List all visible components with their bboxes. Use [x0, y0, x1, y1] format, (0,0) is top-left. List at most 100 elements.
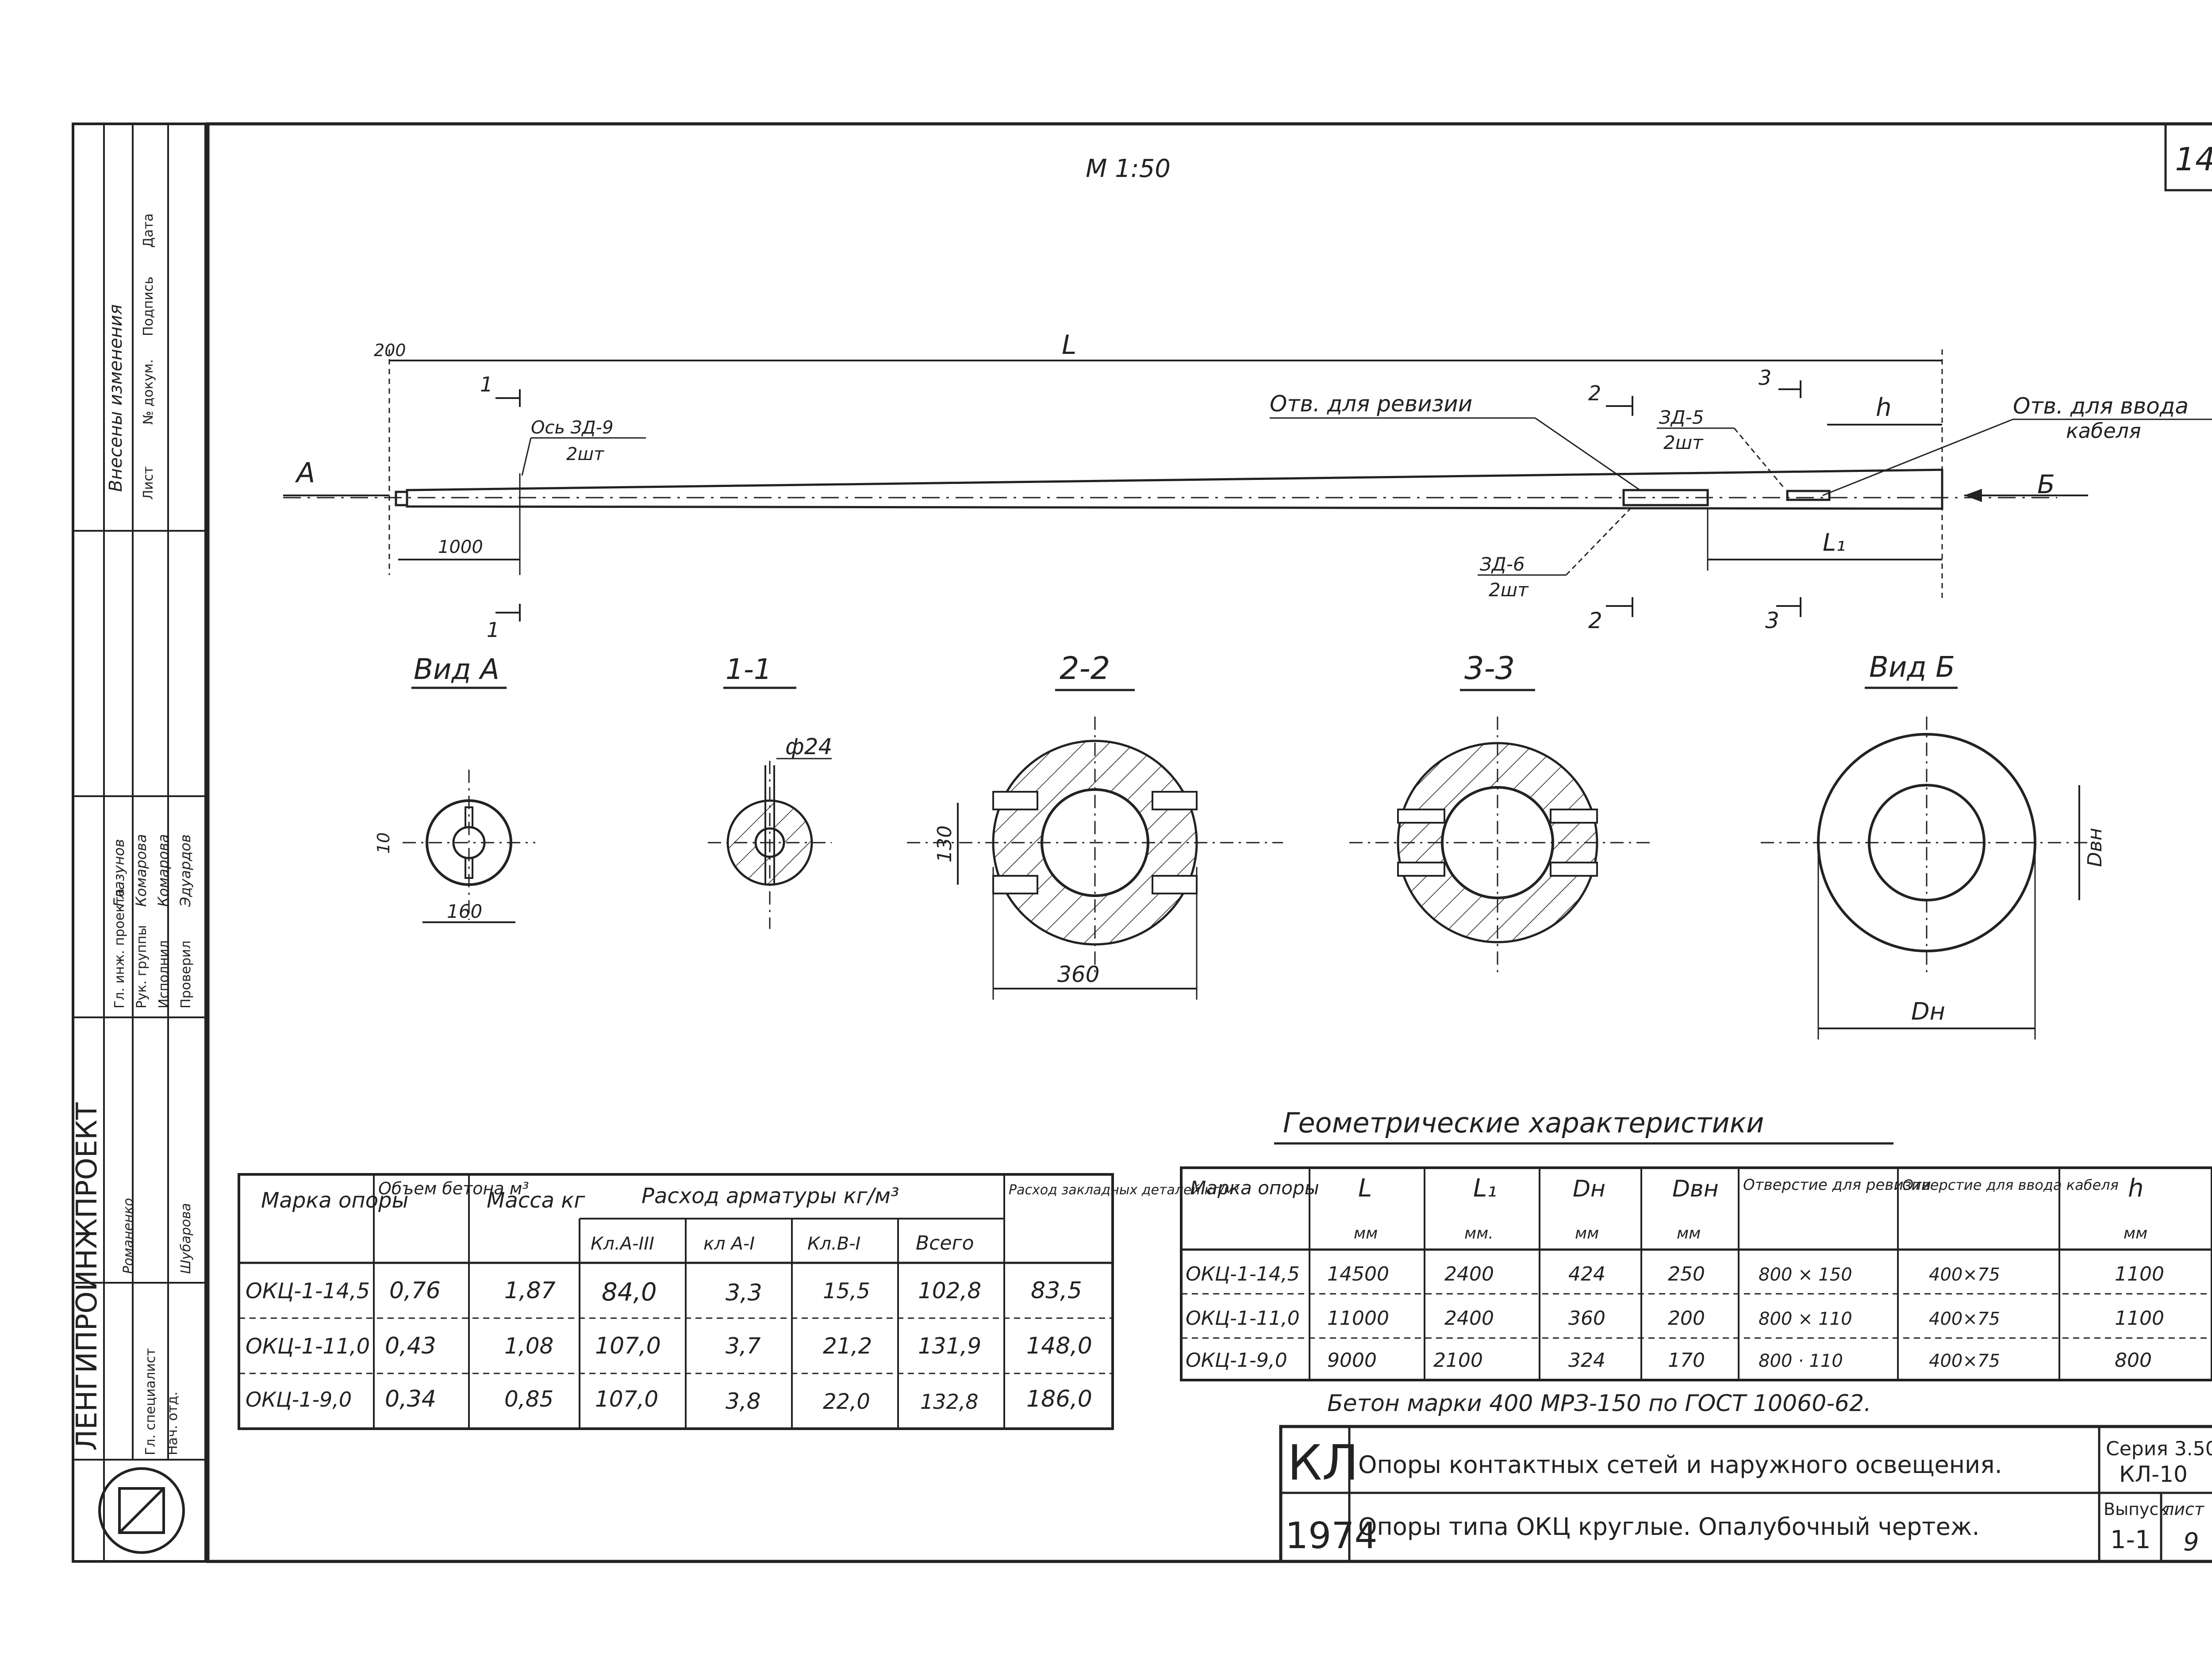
tl-cell: 0,85 [504, 1386, 553, 1412]
tr-cell: 11000 [1327, 1307, 1389, 1330]
tl-h-zd: Расход закладных деталей кг/м³ [1009, 1182, 1239, 1198]
tr-cell: 360 [1568, 1307, 1605, 1330]
tr-cell: 800 [2115, 1349, 2152, 1372]
tb-issue-label: Выпуск [2104, 1499, 2169, 1519]
stamp-name-6: Шубарова [178, 1203, 194, 1274]
tr-cell: 324 [1568, 1349, 1605, 1372]
title-block: КЛ 1974 Опоры контактных сетей и наружно… [1279, 1425, 2212, 1563]
table-left: Марка опоры Объем бетона м³ Масса кг Рас… [238, 1173, 1239, 1430]
vid-b-title: Вид Б [1869, 651, 1955, 684]
tr-h-unit-1: мм [1354, 1224, 1378, 1242]
stamp-org: ЛЕНГИПРОИНЖПРОЕКТ [71, 1102, 104, 1451]
stamp-col-1: Лист [141, 466, 156, 500]
tr-row-3: ОКЦ-1-9,0 9000 2100 324 170 800 · 110 40… [1186, 1349, 2152, 1372]
tr-cell: 1100 [2115, 1307, 2164, 1330]
tr-cell: 250 [1668, 1263, 1705, 1285]
tl-cell: 0,34 [385, 1386, 436, 1412]
tl-h-kla3: Кл.А-III [591, 1234, 654, 1254]
tl-cell: 84,0 [602, 1278, 657, 1307]
tl-h-kla1: кл А-I [703, 1234, 755, 1254]
tr-h-unit-3: мм [1575, 1224, 1599, 1242]
opening-cable-label-1: Отв. для ввода [2013, 393, 2189, 419]
sec22-title: 2-2 [1060, 650, 1110, 686]
tr-cell: ОКЦ-1-11,0 [1186, 1307, 1300, 1330]
cut-1-bottom: 1 [487, 618, 499, 642]
table-right: Геометрические характеристики Марка опор… [1180, 1107, 2212, 1417]
stamp-role-3: Исполнил [156, 940, 172, 1009]
tl-cell: 1,87 [504, 1277, 556, 1304]
tr-row-1: ОКЦ-1-14,5 14500 2400 424 250 800 × 150 … [1186, 1263, 2164, 1285]
tb-line2: Опоры типа ОКЦ круглые. Опалубочный черт… [1358, 1513, 1980, 1541]
tr-cell: 800 × 110 [1759, 1309, 1852, 1329]
page-number-box [2164, 123, 2212, 192]
tl-cell: 83,5 [1031, 1277, 1082, 1304]
stamp-col-3: Подпись [141, 276, 156, 336]
stamp-name-2: Комарова [133, 834, 150, 907]
tr-h-L1: L₁ [1473, 1174, 1497, 1203]
sheet-frame [206, 122, 2212, 1563]
stamp-name-5: Романенко [121, 1198, 136, 1274]
stamp-col-2: № докум. [141, 359, 156, 425]
tr-cell: 400×75 [1929, 1309, 2000, 1329]
tl-cell: 107,0 [595, 1386, 658, 1412]
tr-row-2: ОКЦ-1-11,0 11000 2400 360 200 800 × 110 … [1186, 1307, 2164, 1330]
tb-issue-value: 1-1 [2110, 1526, 2151, 1554]
stamp-role-2: Рук. группы [134, 925, 150, 1009]
opening-cable [1786, 490, 1831, 501]
section-vid-b: Вид Б Dн Dвн [1761, 651, 2106, 1039]
tb-year: 1974 [1285, 1515, 1378, 1557]
stamp-logo [98, 1467, 185, 1554]
section-3-3: 3-3 [1349, 650, 1650, 973]
tl-cell: 15,5 [823, 1279, 870, 1304]
zd6-qty: 2шт [1489, 579, 1529, 601]
tr-cell: 800 × 150 [1759, 1265, 1852, 1285]
tl-h-klb1: Кл.В-I [807, 1234, 860, 1254]
tr-cell: 2400 [1444, 1263, 1494, 1285]
sec11-title: 1-1 [726, 653, 772, 686]
vid-a-title: Вид А [414, 653, 499, 686]
tl-h-total: Всего [916, 1232, 974, 1254]
tb-code: КЛ [1287, 1434, 1359, 1491]
opening-revision [1622, 489, 1709, 506]
tl-cell: 102,8 [918, 1278, 981, 1304]
tb-sheet-value: 9 [2183, 1528, 2199, 1557]
tl-cell: ОКЦ-1-11,0 [246, 1334, 370, 1359]
tr-cell: 2100 [1433, 1349, 1483, 1372]
axis-label: Ось ЗД-9 [531, 418, 614, 438]
zd6-label: ЗД-6 [1480, 553, 1525, 575]
tr-title: Геометрические характеристики [1283, 1107, 1764, 1139]
zd5-label: ЗД-5 [1659, 406, 1704, 428]
stamp-role-1: Гл. инж. проекта [112, 889, 127, 1009]
tl-cell: 186,0 [1026, 1386, 1092, 1412]
tl-cell: 132,8 [920, 1390, 979, 1414]
tl-cell: 3,7 [726, 1333, 761, 1359]
tr-h-unit-5: мм [2124, 1224, 2147, 1242]
tb-line1: Опоры контактных сетей и наружного освещ… [1358, 1451, 2002, 1479]
sec33-title: 3-3 [1464, 650, 1515, 686]
tb-series-value: КЛ-10 [2119, 1461, 2188, 1487]
side-stamp: Внесены изменения Лист № докум. Подпись … [71, 123, 207, 1563]
sec11-dim-phi: ф24 [785, 734, 832, 759]
tl-cell: 0,76 [389, 1277, 441, 1304]
stamp-name-4: Эдуардов [177, 834, 194, 907]
stamp-role-4: Проверил [178, 940, 194, 1009]
stamp-role-6: Гл. специалист [143, 1348, 158, 1455]
view-a-arrow-label: A [295, 456, 315, 489]
tl-cell: 3,3 [726, 1280, 762, 1306]
tr-cell: 1100 [2115, 1263, 2164, 1285]
tr-cell: 9000 [1327, 1349, 1377, 1372]
section-vid-a: Вид А 160 10 [374, 653, 535, 923]
tr-h-marka: Марка опоры [1190, 1177, 1319, 1199]
tl-row-2: ОКЦ-1-11,0 0,43 1,08 107,0 3,7 21,2 131,… [246, 1333, 1092, 1359]
vid-b-dim-dn: Dн [1911, 997, 1945, 1025]
tl-cell: 21,2 [823, 1333, 872, 1359]
cut-3-top: 3 [1759, 366, 1771, 390]
tr-h-Dn: Dн [1573, 1176, 1605, 1202]
tb-sheet-label: лист [2163, 1499, 2205, 1519]
view-b-arrow-label: Б [2037, 469, 2055, 499]
tr-cell: 800 · 110 [1759, 1351, 1843, 1371]
tr-cell: 200 [1668, 1307, 1705, 1330]
tl-cell: 1,08 [504, 1333, 553, 1359]
stamp-name-3: Комарова [155, 834, 172, 907]
